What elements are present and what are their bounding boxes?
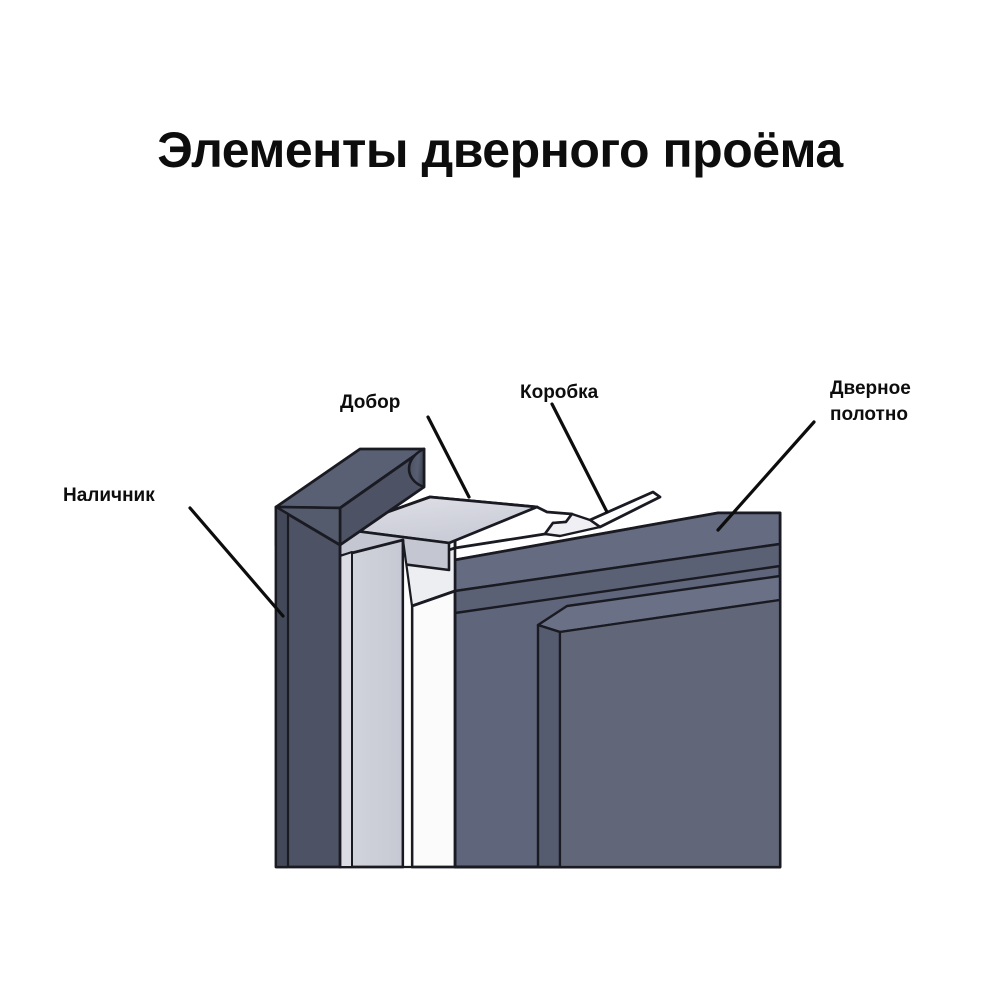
label-doornoe-polotno: Дверное полотно (830, 378, 911, 425)
leader-line-nalichnik (188, 506, 285, 618)
door-leaf (453, 511, 782, 869)
page-title: Элементы дверного проёма (157, 122, 843, 178)
label-nalichnik: Наличник (63, 485, 155, 506)
door-panel-left-bevel (536, 623, 562, 869)
leader-line-korobka (550, 402, 609, 514)
casing-trim (274, 447, 426, 869)
extension-jamb (338, 495, 539, 869)
leader-line-polotno (716, 420, 816, 532)
casing-vertical-side (274, 505, 290, 869)
leader-line-dobor (426, 415, 471, 499)
label-dobor: Добор (340, 392, 401, 413)
frame-jamb-vertical (410, 589, 457, 869)
label-korobka: Коробка (520, 382, 599, 403)
casing-rounded-end (407, 447, 426, 489)
callout-leader-lines (188, 402, 816, 618)
frame-notch (543, 512, 602, 538)
extension-jamb-gap-strip (401, 538, 414, 869)
door-panel-face (558, 598, 782, 869)
extension-jamb-left-sliver (339, 551, 353, 868)
